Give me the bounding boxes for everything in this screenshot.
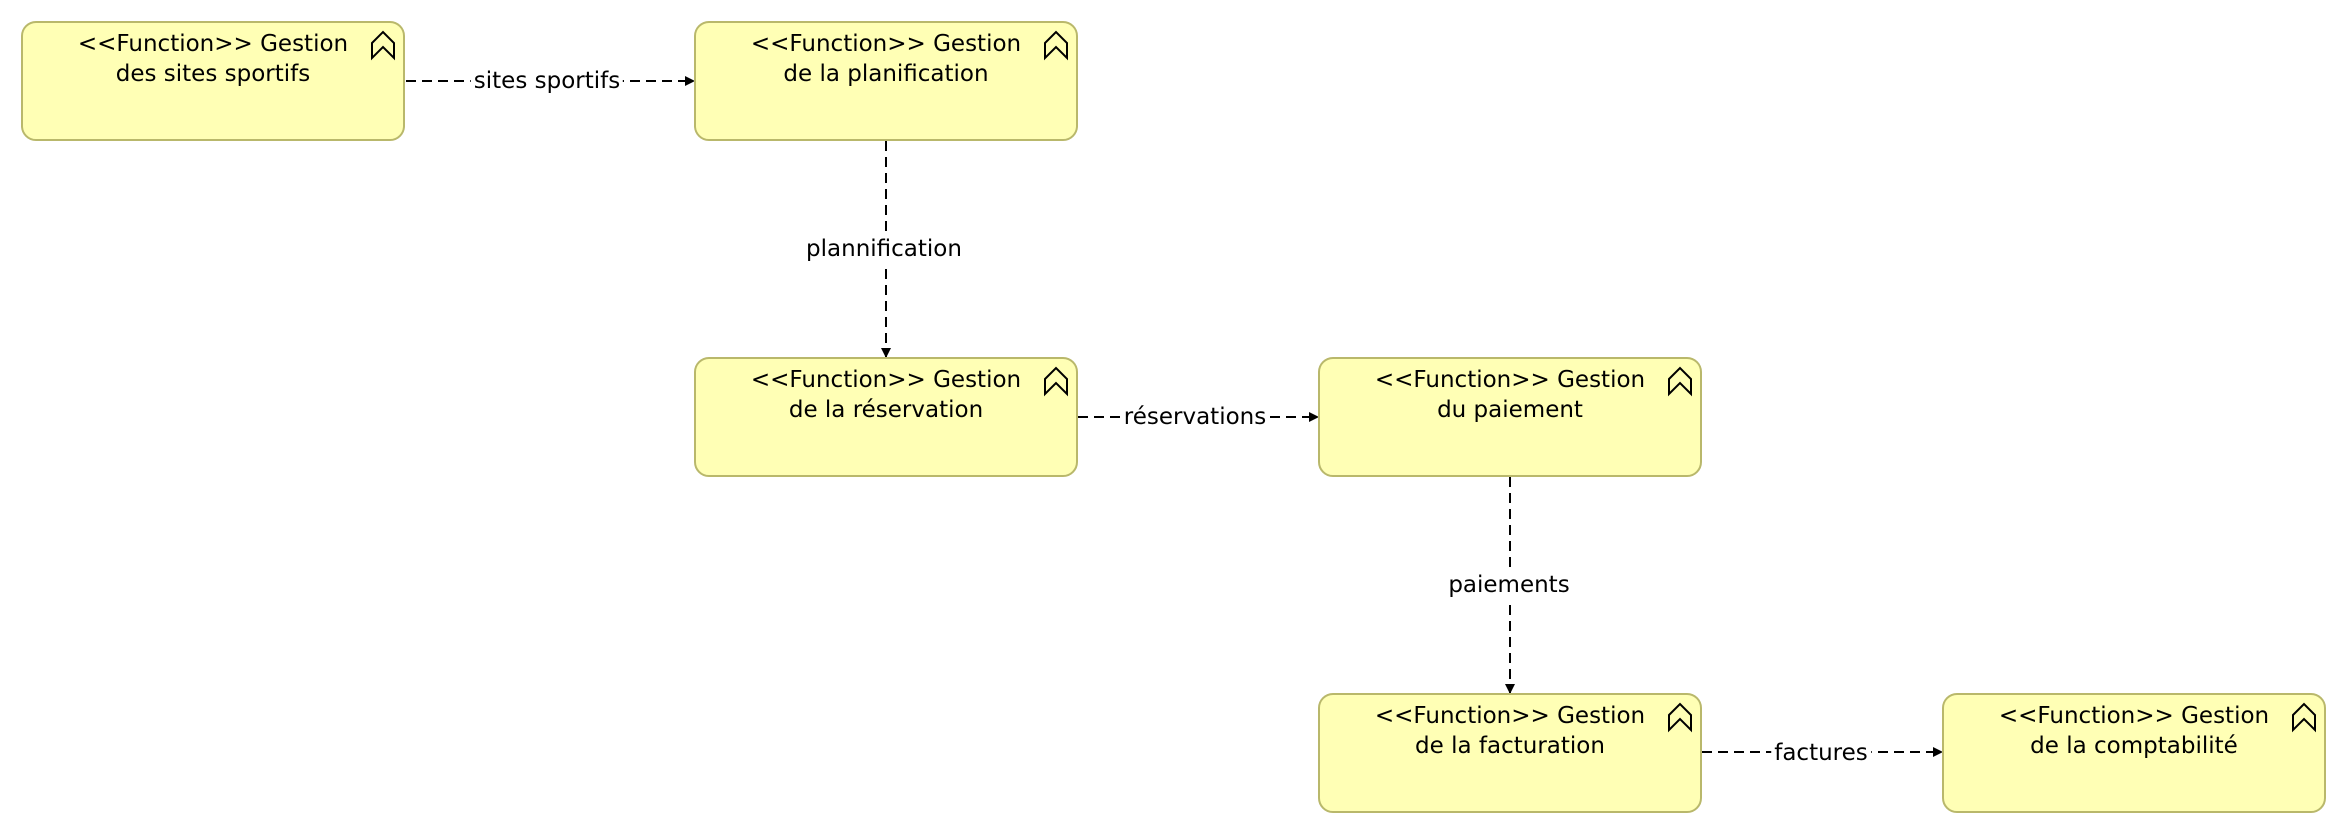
function-node-sites-sportifs[interactable]: <<Function>> Gestion des sites sportifs <box>21 21 405 141</box>
node-title: <<Function>> Gestion de la comptabilité <box>1944 701 2324 761</box>
edge-label-plannification: plannification <box>803 235 965 263</box>
function-chevron-icon <box>1668 366 1692 397</box>
node-title-line1: <<Function>> Gestion <box>750 367 1022 393</box>
function-node-reservation[interactable]: <<Function>> Gestion de la réservation <box>694 357 1078 477</box>
node-title-line2: des sites sportifs <box>115 61 311 87</box>
node-title-line2: de la planification <box>783 61 989 87</box>
node-title-line2: de la réservation <box>788 397 984 423</box>
function-chevron-icon <box>1044 366 1068 397</box>
node-title-line2: du paiement <box>1437 397 1583 423</box>
function-node-facturation[interactable]: <<Function>> Gestion de la facturation <box>1318 693 1702 813</box>
node-title: <<Function>> Gestion de la planification <box>696 29 1076 89</box>
function-chevron-icon <box>2292 702 2316 733</box>
function-chevron-icon <box>1668 702 1692 733</box>
node-title: <<Function>> Gestion de la facturation <box>1320 701 1700 761</box>
edge-label-reservations: réservations <box>1120 403 1270 431</box>
node-title: <<Function>> Gestion du paiement <box>1320 365 1700 425</box>
node-title: <<Function>> Gestion de la réservation <box>696 365 1076 425</box>
node-title-line2: de la facturation <box>1415 733 1605 759</box>
node-title-line1: <<Function>> Gestion <box>77 31 349 57</box>
node-title: <<Function>> Gestion des sites sportifs <box>23 29 403 89</box>
edge-label-paiements: paiements <box>1445 571 1573 599</box>
function-chevron-icon <box>1044 30 1068 61</box>
function-chevron-icon <box>371 30 395 61</box>
node-title-line1: <<Function>> Gestion <box>1374 367 1646 393</box>
node-title-line2: de la comptabilité <box>2030 733 2238 759</box>
function-node-planification[interactable]: <<Function>> Gestion de la planification <box>694 21 1078 141</box>
node-title-line1: <<Function>> Gestion <box>1998 703 2270 729</box>
node-title-line1: <<Function>> Gestion <box>750 31 1022 57</box>
function-node-paiement[interactable]: <<Function>> Gestion du paiement <box>1318 357 1702 477</box>
function-node-comptabilite[interactable]: <<Function>> Gestion de la comptabilité <box>1942 693 2326 813</box>
node-title-line1: <<Function>> Gestion <box>1374 703 1646 729</box>
edge-label-sites-sportifs: sites sportifs <box>470 67 624 95</box>
edge-label-factures: factures <box>1771 739 1871 767</box>
